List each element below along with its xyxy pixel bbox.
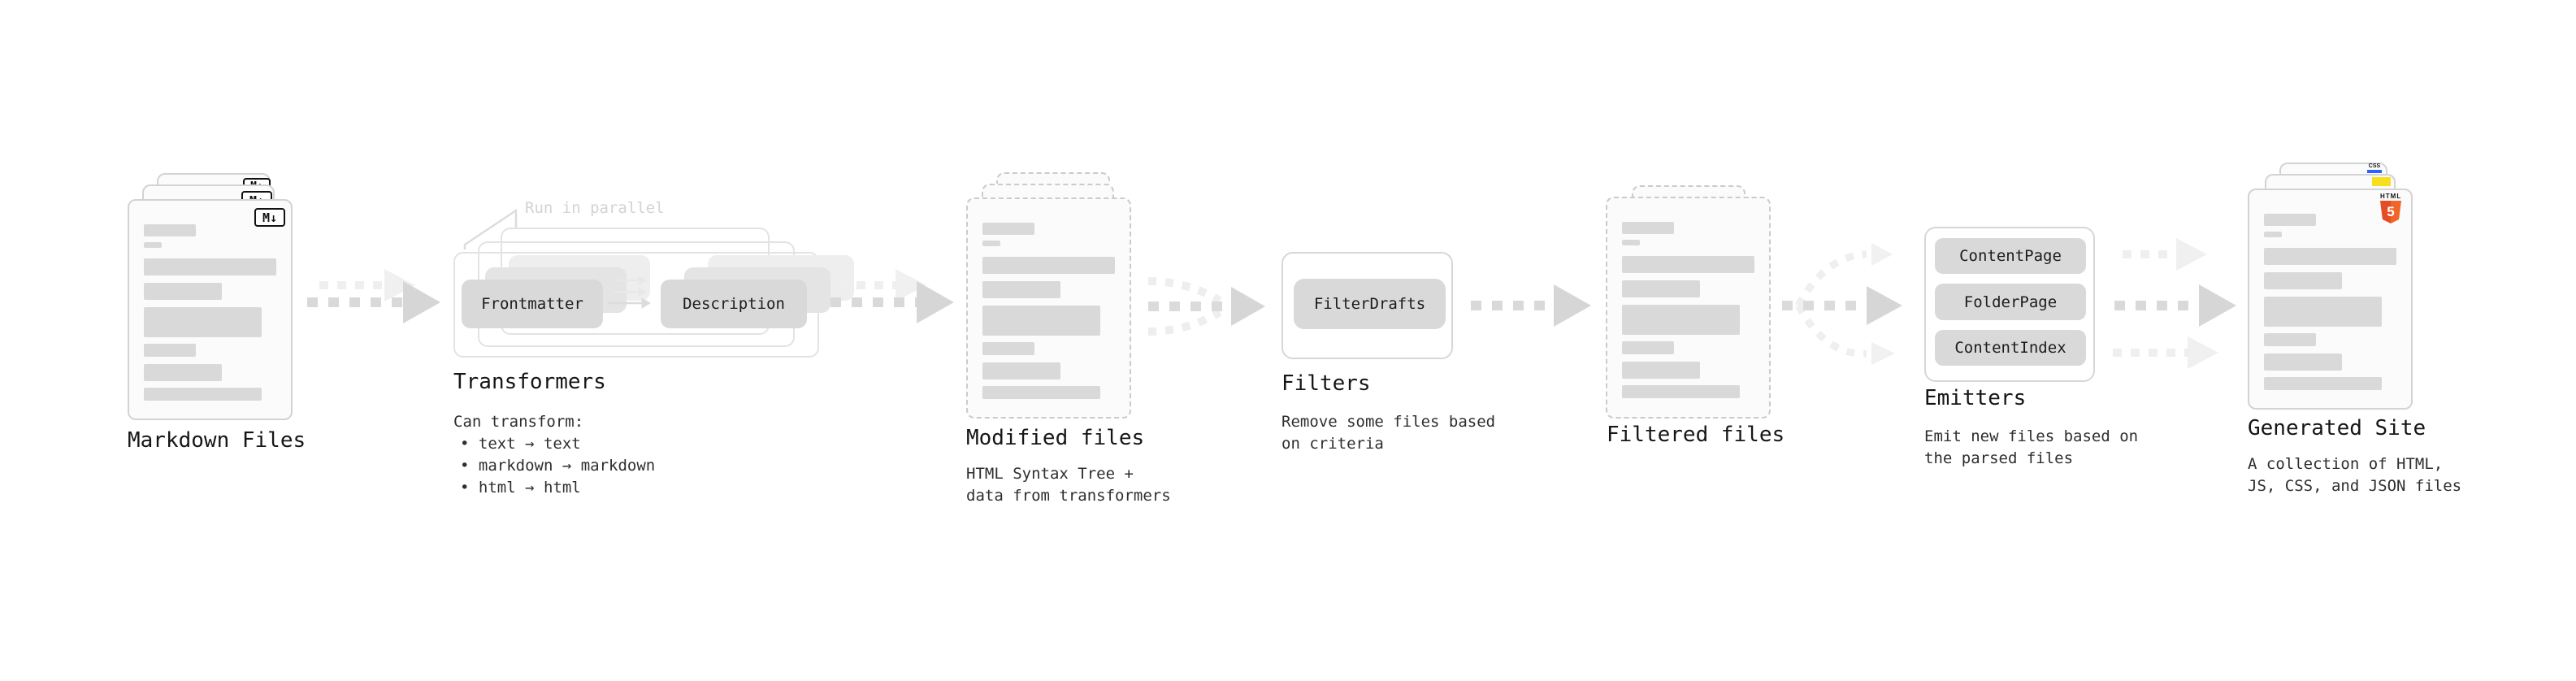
skeleton-text-bar [144, 242, 162, 248]
fanout-arrow-filtered-to-emitters [1782, 243, 1902, 365]
skeleton-text-bar [1622, 280, 1700, 297]
skeleton-text-bar [2264, 232, 2282, 237]
merge-arrow-modified-to-filters [1147, 277, 1265, 336]
skeleton-text-bar [144, 344, 196, 357]
stage-title-transformers: Transformers [453, 370, 606, 394]
file-card [966, 197, 1131, 419]
parallel-arrows-icon [608, 275, 651, 309]
skeleton-text-bar [982, 223, 1034, 235]
skeleton-text-bar [982, 342, 1034, 355]
dashed-arrow-icon [2114, 301, 2199, 310]
run-in-parallel-label: Run in parallel [525, 199, 665, 217]
skeleton-text-bar [2264, 297, 2382, 327]
node-filterdrafts: FilterDrafts [1294, 279, 1446, 329]
node-frontmatter: Frontmatter [462, 280, 603, 328]
stage-title-filtered-files: Filtered files [1607, 423, 1785, 447]
dashed-arrow-icon [2123, 250, 2176, 258]
css-icon-label: CSS [2368, 163, 2381, 169]
css-icon: CSS [2366, 163, 2383, 173]
annotation-leader-line-icon [463, 208, 518, 249]
skeleton-text-bar [2264, 248, 2396, 265]
dashed-arrow-icon [1471, 301, 1554, 310]
skeleton-text-bar [1622, 256, 1754, 273]
html5-icon: HTML 5 [2380, 193, 2401, 223]
skeleton-text-bar [1622, 240, 1640, 245]
skeleton-text-bar [144, 307, 262, 337]
skeleton-text-bar [982, 281, 1060, 298]
arrowhead-icon [917, 281, 954, 323]
skeleton-text-bar [2264, 333, 2316, 346]
node-folderpage: FolderPage [1935, 284, 2086, 320]
arrowhead-icon [1554, 284, 1591, 327]
stage-subtitle-modified-files: HTML Syntax Tree + data from transformer… [966, 465, 1171, 505]
transformers-bullet: • markdown → markdown [460, 457, 656, 475]
transformers-heading: Can transform: [453, 413, 584, 431]
stage-subtitle-filters: Remove some files based on criteria [1281, 413, 1496, 453]
arrowhead-icon [2188, 336, 2218, 369]
node-description: Description [661, 280, 807, 328]
skeleton-text-bar [1622, 362, 1700, 379]
skeleton-text-bar [982, 386, 1100, 399]
skeleton-text-bar [2264, 214, 2316, 226]
skeleton-text-bar [2264, 272, 2342, 289]
skeleton-text-bar [982, 241, 1000, 246]
html5-icon-shield: 5 [2380, 201, 2401, 223]
stage-title-modified-files: Modified files [966, 426, 1145, 450]
skeleton-text-bar [1622, 222, 1674, 234]
stage-title-markdown-files: Markdown Files [128, 428, 306, 453]
css-icon-bar [2367, 170, 2382, 173]
file-card [128, 199, 293, 420]
skeleton-text-bar [982, 362, 1060, 380]
arrowhead-icon [2176, 238, 2207, 271]
markdown-icon: M↓ [254, 208, 285, 227]
stage-title-filters: Filters [1281, 371, 1371, 396]
skeleton-text-bar [2264, 377, 2382, 390]
skeleton-text-bar [144, 224, 196, 236]
node-contentindex: ContentIndex [1935, 330, 2086, 366]
transformers-bullet: • html → html [460, 479, 581, 497]
skeleton-text-bar [1622, 341, 1674, 354]
js-icon [2372, 177, 2391, 186]
html5-icon-word: HTML [2380, 193, 2402, 200]
skeleton-text-bar [982, 306, 1100, 336]
stage-title-emitters: Emitters [1924, 386, 2027, 410]
dashed-arrow-icon [319, 281, 384, 289]
skeleton-text-bar [144, 283, 222, 300]
skeleton-text-bar [982, 257, 1115, 274]
skeleton-text-bar [1622, 305, 1740, 335]
dashed-arrow-icon [830, 297, 917, 307]
file-card [2248, 189, 2413, 410]
file-card [1606, 197, 1771, 419]
skeleton-text-bar [1622, 385, 1740, 398]
html5-icon-number: 5 [2387, 204, 2395, 219]
node-contentpage: ContentPage [1935, 238, 2086, 274]
dashed-arrow-icon [2113, 349, 2188, 357]
skeleton-text-bar [144, 388, 262, 401]
stage-subtitle-emitters: Emit new files based on the parsed files [1924, 427, 2139, 467]
skeleton-text-bar [144, 364, 222, 381]
stage-subtitle-generated-site: A collection of HTML, JS, CSS, and JSON … [2248, 455, 2462, 495]
dashed-arrow-icon [307, 297, 403, 307]
skeleton-text-bar [2264, 354, 2342, 371]
skeleton-text-bar [144, 258, 276, 275]
dashed-arrow-icon [839, 281, 896, 289]
stage-title-generated-site: Generated Site [2248, 416, 2426, 440]
arrowhead-icon [2199, 284, 2236, 327]
transformers-bullet: • text → text [460, 435, 581, 453]
arrowhead-icon [403, 281, 440, 323]
